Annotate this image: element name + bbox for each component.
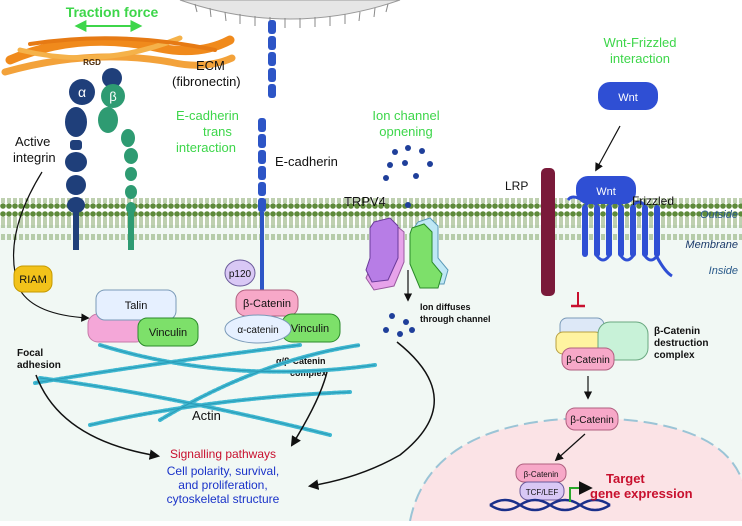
focal-adhesion-label: Focal <box>17 348 43 359</box>
ecad-trans-label-2: trans <box>203 124 232 139</box>
alpha-catenin-protein <box>224 314 292 344</box>
ecad-trans-label: E-cadherin <box>176 108 239 123</box>
alpha-subunit-label: α <box>78 84 86 100</box>
active-integrin-label: Active <box>15 134 50 149</box>
outcome-label-3: cytoskeletal structure <box>167 492 280 506</box>
rgd-label: RGD <box>83 58 101 67</box>
catenin-complex-label: α/β-Catenin <box>276 356 326 366</box>
membrane-label: Membrane <box>685 239 738 251</box>
cadherin-signalling-arrow <box>290 371 328 447</box>
ecm-label: ECM <box>196 58 225 73</box>
p120-label: p120 <box>229 269 252 280</box>
trpv4-label: TRPV4 <box>344 194 386 209</box>
actin-label: Actin <box>192 408 221 423</box>
wnt-ligand-label: Wnt <box>618 92 638 104</box>
tcf-lef-label: TCF/LEF <box>526 488 559 497</box>
focal-adhesion-label-2: adhesion <box>17 360 61 371</box>
inside-label: Inside <box>709 265 738 277</box>
transcription-arrow <box>569 481 593 502</box>
destruction-complex <box>555 317 649 371</box>
beta-catenin-free-label: β-Catenin <box>570 415 614 426</box>
vinculin-focal-protein <box>137 317 199 347</box>
beta-catenin-dc-label: β-Catenin <box>566 355 610 366</box>
destruction-complex-label-2: destruction <box>654 338 708 349</box>
beta-catenin-free-protein <box>565 407 619 431</box>
wnt-bound-label: Wnt <box>596 186 616 198</box>
wnt-frizzled-label-2: interaction <box>610 51 670 66</box>
ecm-fibronectin-label: (fibronectin) <box>172 74 241 89</box>
ion-diffuses-label-2: through channel <box>420 314 491 324</box>
destruction-complex-label: β-Catenin <box>654 326 700 337</box>
ion-channel-label-2: opnening <box>379 124 433 139</box>
talin-label: Talin <box>125 300 148 312</box>
ecm-fiber-icon <box>1 35 236 76</box>
target-gene-label-2: gene expression <box>590 486 693 501</box>
intracellular-ions <box>383 313 415 337</box>
p120-protein <box>224 259 256 287</box>
ion-channel-label: Ion channel <box>372 108 439 123</box>
alpha-catenin-label: α-catenin <box>237 325 278 336</box>
beta-subunit-label: β <box>109 89 116 104</box>
wnt-frizzled-label: Wnt-Frizzled <box>604 35 677 50</box>
dna-icon <box>489 498 611 512</box>
vinculin-cadherin-label: Vinculin <box>291 323 329 335</box>
wnt-ligand <box>598 82 658 110</box>
neighbor-cell <box>179 0 401 28</box>
focal-signalling-arrow <box>35 374 161 460</box>
integrin-icon <box>65 68 138 250</box>
ion-signalling-arrow <box>307 341 435 490</box>
talin-protein <box>95 289 177 321</box>
target-gene-label: Target <box>606 471 645 486</box>
wnt-bound-ligand <box>576 176 636 204</box>
outcome-label: Cell polarity, survival, <box>167 464 279 478</box>
ion-diffuses-label: Ion diffuses <box>420 302 471 312</box>
extracellular-ions <box>383 145 433 208</box>
e-cadherin-label: E-cadherin <box>275 154 338 169</box>
riam-protein <box>13 265 53 293</box>
trpv4-channel-icon <box>365 217 449 291</box>
lrp-receptor <box>541 168 555 296</box>
traction-force-label: Traction force <box>66 4 159 20</box>
beta-catenin-nuclear-label: β-Catenin <box>524 470 559 479</box>
inhibition-icon <box>571 292 585 308</box>
active-integrin-label-2: integrin <box>13 150 56 165</box>
beta-catenin-cadherin-label: β-Catenin <box>243 298 291 310</box>
outside-label: Outside <box>700 209 738 221</box>
nuclear-import-arrow <box>554 433 586 462</box>
vinculin-focal-label: Vinculin <box>149 327 187 339</box>
e-cadherin-icon <box>258 20 276 292</box>
riam-label: RIAM <box>19 274 47 286</box>
lrp-label: LRP <box>505 179 528 193</box>
frizzled-receptor-icon <box>566 195 673 278</box>
wnt-binding-arrow <box>595 125 621 172</box>
frizzled-label: Frizzled <box>632 194 674 208</box>
destruction-complex-label-3: complex <box>654 350 695 361</box>
ecad-trans-label-3: interaction <box>176 140 236 155</box>
outcome-label-2: and proliferation, <box>178 478 267 492</box>
signalling-pathways-label: Signalling pathways <box>170 447 276 461</box>
